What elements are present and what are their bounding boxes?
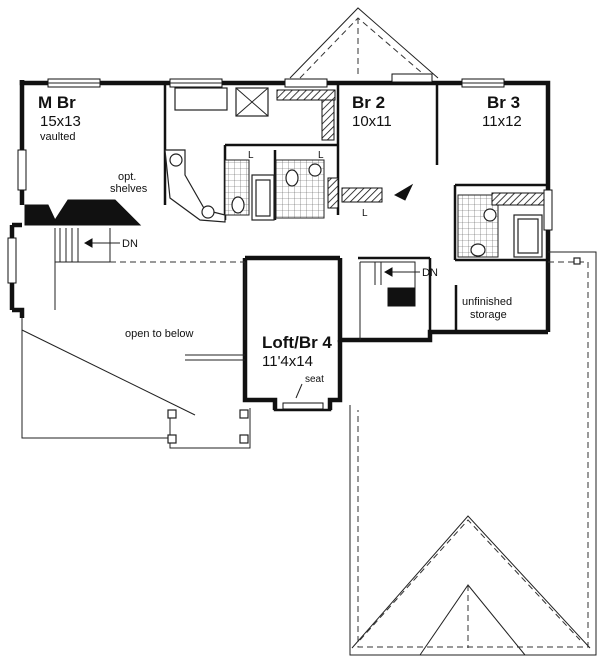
loft-size: 11'4x14 (262, 353, 313, 370)
linen-label-3: L (362, 208, 368, 219)
loft-name: Loft/Br 4 (262, 333, 332, 352)
master-bedroom-name: M Br (38, 93, 76, 112)
master-bedroom-note: vaulted (40, 131, 75, 143)
dn-left-label: DN (122, 238, 138, 250)
linen-label-2: L (318, 150, 324, 161)
storage-label-1: unfinished (462, 296, 512, 308)
br2-name: Br 2 (352, 93, 385, 112)
stair-right (359, 261, 420, 340)
interior-walls (163, 83, 548, 332)
roof-gable-top (289, 7, 439, 79)
master-bedroom-size: 15x13 (40, 113, 81, 130)
windows (7, 73, 553, 284)
roof-lower (349, 251, 597, 656)
br3-name: Br 3 (487, 93, 520, 112)
br2-closet (341, 183, 414, 203)
stair-left (54, 228, 120, 310)
br3-bath (457, 192, 545, 258)
seat-label: seat (305, 374, 324, 385)
br2-size: 10x11 (352, 113, 392, 130)
open-below-rail (21, 261, 251, 449)
opt-shelves (24, 199, 142, 226)
storage-label-2: storage (470, 309, 507, 321)
linen-label-1: L (248, 150, 254, 161)
opt-shelves-label-1: opt. (118, 171, 136, 183)
labels: M Br 15x13 vaulted Br 2 10x11 Br 3 11x12… (38, 93, 522, 399)
loft-seat-bay (273, 400, 332, 412)
master-bath (164, 87, 339, 223)
opt-shelves-label-2: shelves (110, 183, 148, 195)
dn-right-label: DN (422, 267, 438, 279)
open-below-label: open to below (125, 328, 194, 340)
br3-size: 11x12 (482, 113, 522, 130)
